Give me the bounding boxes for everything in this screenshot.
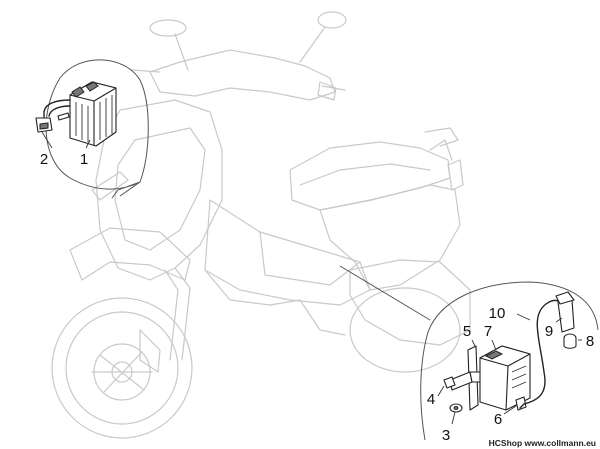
right-mirror [317, 11, 347, 29]
terminal-cap [563, 333, 577, 349]
voltage-regulator [69, 81, 117, 147]
front-fender [69, 227, 191, 281]
spark-plug-cable [523, 299, 565, 405]
front-wheel [51, 297, 193, 439]
label-part-2: 2 [40, 151, 48, 168]
scooter-silhouette [51, 11, 471, 439]
screw-part-6 [515, 396, 527, 411]
rear-wheel [349, 287, 461, 373]
callout-regulator [45, 59, 149, 199]
rear-body [319, 184, 461, 291]
label-part-1: 1 [80, 151, 88, 168]
fasteners [443, 376, 527, 413]
spark-plug-cap [555, 291, 575, 333]
label-part-4: 4 [427, 391, 435, 408]
floorboard [204, 199, 371, 306]
label-part-3: 3 [442, 427, 450, 444]
engine-cover [349, 259, 471, 346]
label-part-8: 8 [586, 333, 594, 350]
label-part-7: 7 [484, 323, 492, 340]
handlebar-cover [149, 49, 336, 101]
label-part-5: 5 [463, 323, 471, 340]
watermark-text: HCShop www.collmann.eu [489, 438, 596, 448]
label-part-9: 9 [545, 323, 553, 340]
label-part-10: 10 [489, 305, 506, 322]
regulator-connector [35, 99, 71, 133]
ignition-unit [479, 345, 531, 411]
callout-ignition [339, 265, 599, 441]
label-part-6: 6 [494, 411, 502, 428]
nut-part-4 [443, 376, 456, 389]
left-mirror [149, 19, 187, 37]
